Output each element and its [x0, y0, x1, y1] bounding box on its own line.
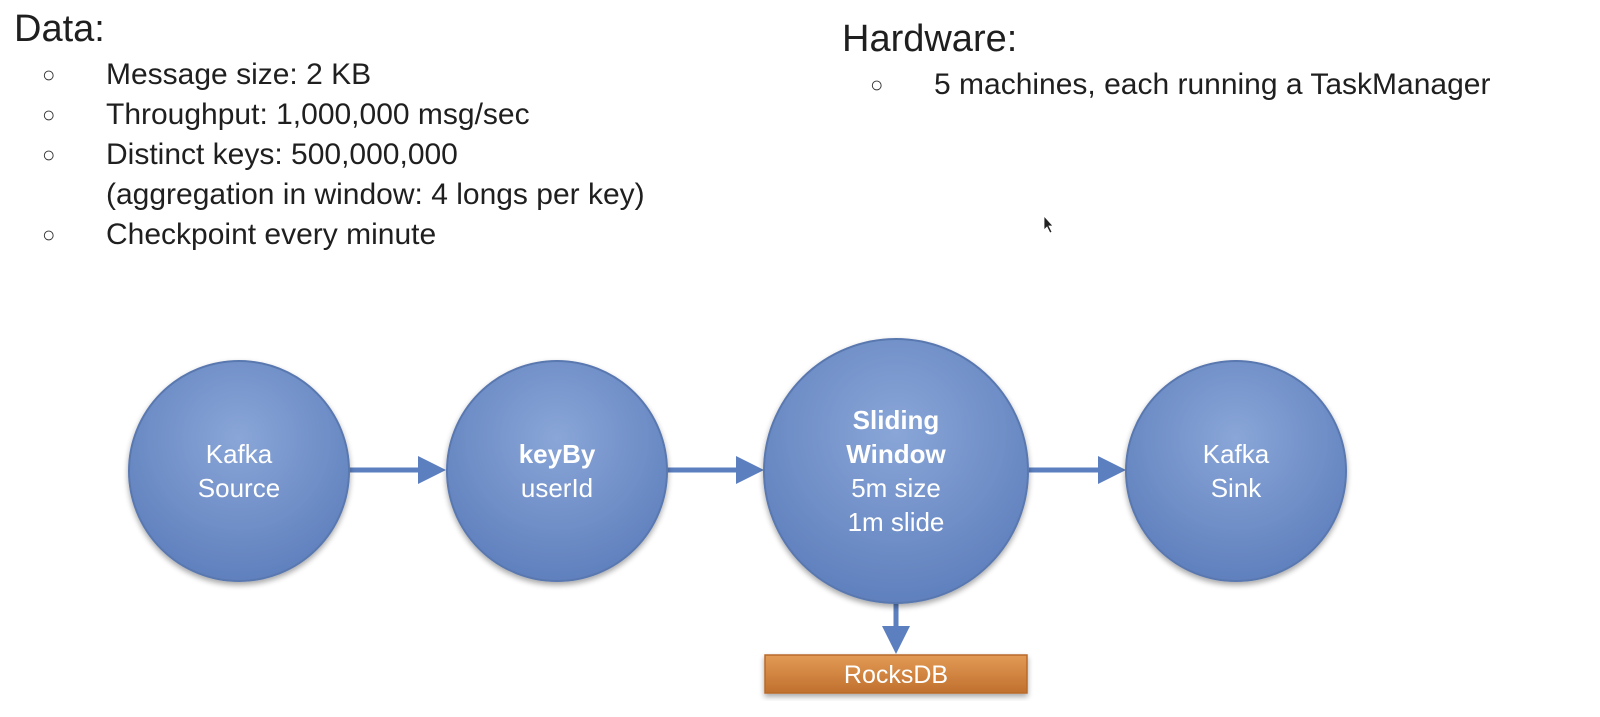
list-item: ○ Checkpoint every minute [42, 215, 645, 255]
mouse-cursor-icon [1043, 214, 1054, 234]
sliding-window-label-1: Sliding [853, 405, 940, 435]
throughput-text: Throughput: 1,000,000 msg/sec [106, 98, 530, 131]
arrow-window-to-sink [1029, 456, 1126, 484]
sliding-window-node: Sliding Window 5m size 1m slide [763, 338, 1029, 604]
list-item: ○ Distinct keys: 500,000,000 (aggregatio… [42, 135, 645, 215]
bullet-circle-icon: ○ [42, 102, 56, 127]
kafka-sink-node: Kafka Sink [1125, 360, 1347, 582]
data-list: ○ Message size: 2 KB ○ Throughput: 1,000… [42, 55, 645, 255]
kafka-source-label-2: Source [198, 473, 280, 503]
keyby-label-2: userId [521, 473, 593, 503]
data-heading: Data: [14, 8, 105, 50]
kafka-source-label-1: Kafka [206, 439, 273, 469]
sliding-window-label-4: 1m slide [848, 507, 945, 537]
bullet-circle-icon: ○ [42, 62, 56, 87]
kafka-source-node: Kafka Source [128, 360, 350, 582]
list-item: ○ 5 machines, each running a TaskManager [870, 65, 1490, 105]
bullet-circle-icon: ○ [870, 72, 884, 97]
sliding-window-label-3: 5m size [851, 473, 941, 503]
list-item: ○ Throughput: 1,000,000 msg/sec [42, 95, 645, 135]
arrow-keyby-to-window [667, 456, 764, 484]
keyby-label-1: keyBy [519, 439, 596, 469]
kafka-sink-label-1: Kafka [1203, 439, 1270, 469]
bullet-circle-icon: ○ [42, 142, 56, 167]
distinct-keys-text: Distinct keys: 500,000,000 [106, 138, 458, 171]
sliding-window-label-2: Window [846, 439, 946, 469]
rocksdb-box: RocksDB [764, 654, 1028, 694]
hardware-list: ○ 5 machines, each running a TaskManager [870, 65, 1490, 105]
aggregation-note: (aggregation in window: 4 longs per key) [106, 178, 645, 211]
hardware-heading: Hardware: [842, 18, 1018, 60]
arrow-window-to-rocksdb [882, 600, 910, 654]
machines-text: 5 machines, each running a TaskManager [934, 68, 1491, 101]
kafka-sink-label-2: Sink [1211, 473, 1263, 503]
keyby-node: keyBy userId [446, 360, 668, 582]
list-item: ○ Message size: 2 KB [42, 55, 645, 95]
message-size-text: Message size: 2 KB [106, 58, 372, 91]
rocksdb-label: RocksDB [844, 661, 948, 689]
bullet-circle-icon: ○ [42, 222, 56, 247]
arrow-source-to-keyby [349, 456, 446, 484]
checkpoint-text: Checkpoint every minute [106, 218, 437, 251]
